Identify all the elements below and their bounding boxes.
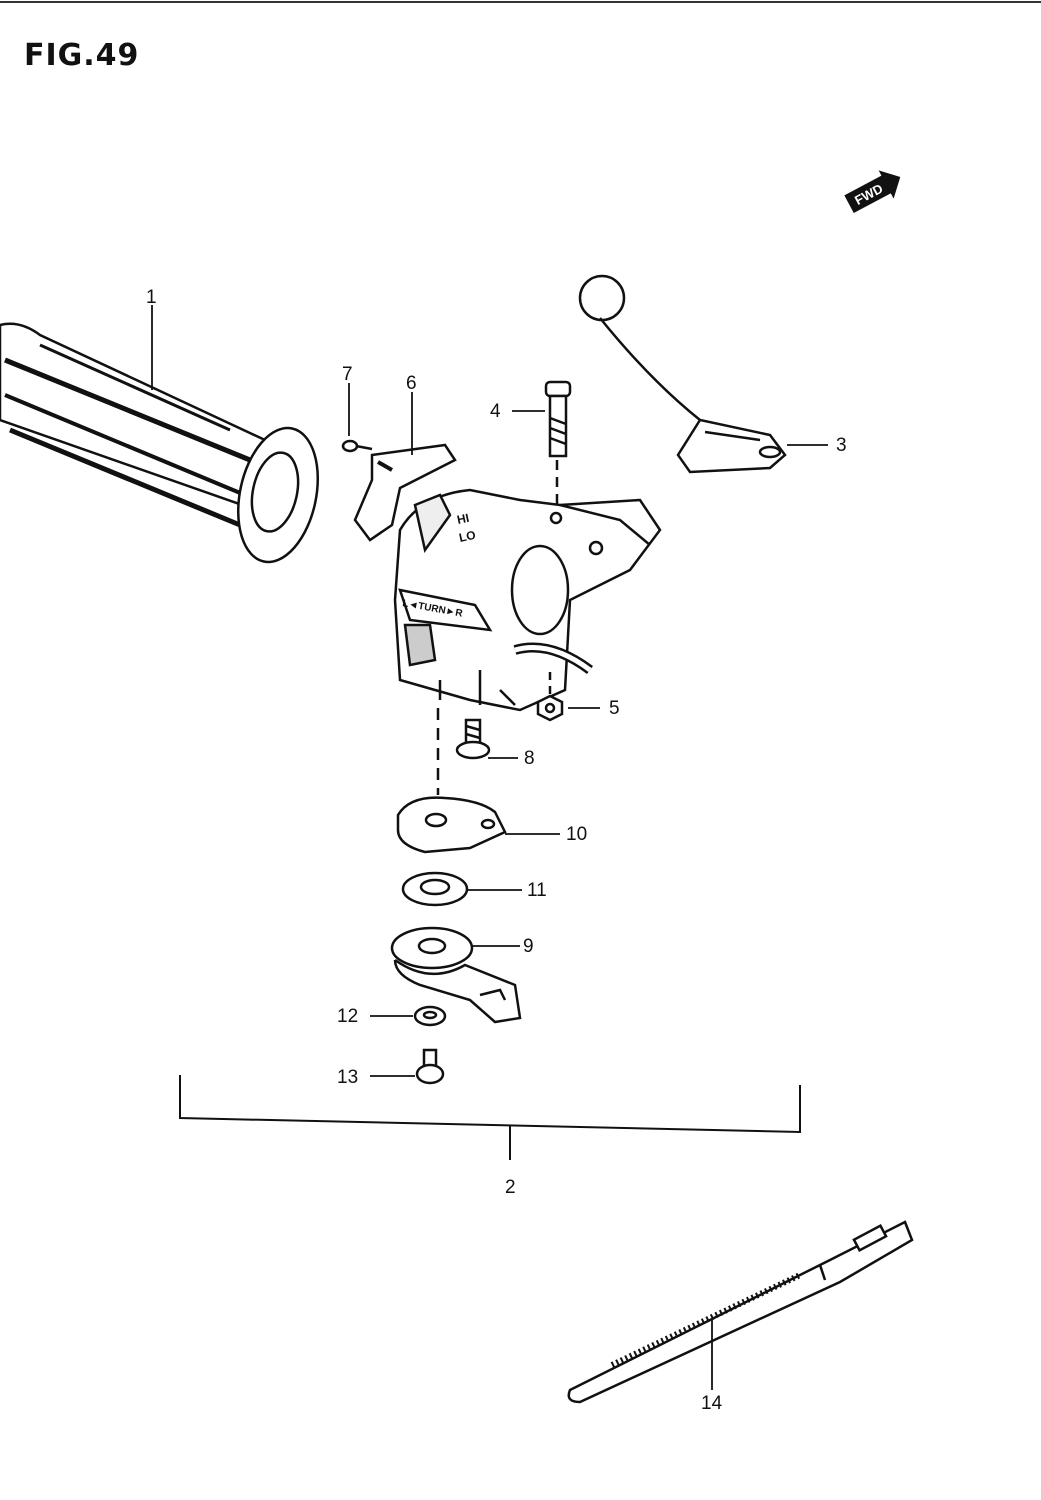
part-11-washer: [401, 871, 469, 907]
part-5-nut: [536, 672, 564, 722]
fwd-arrow-icon: FWD: [844, 170, 901, 214]
callout-12: 12: [337, 1006, 359, 1027]
assembly-bracket: [179, 1075, 801, 1160]
part-14-cable-tie: [567, 1220, 914, 1404]
callout-10: 10: [566, 824, 588, 845]
callout-11: 11: [527, 880, 547, 901]
part-10-cam: [396, 796, 507, 854]
part-7-screw: [341, 439, 373, 453]
part-12-washer: [413, 1005, 447, 1027]
callout-7: 7: [342, 364, 353, 385]
figure-title: FIG.49: [24, 38, 140, 73]
part-13-screw: [415, 1048, 445, 1085]
handlebar-grip: [0, 322, 320, 564]
callout-9: 9: [523, 936, 534, 957]
callout-1: 1: [146, 287, 157, 308]
part-4-screw: [544, 380, 572, 520]
part-3-lever: [578, 274, 787, 474]
callout-6: 6: [406, 373, 417, 394]
callout-8: 8: [524, 748, 535, 769]
lo-label: LO: [458, 528, 477, 545]
part-9-plate: [390, 926, 522, 1024]
callout-14: 14: [701, 1393, 723, 1414]
callout-2: 2: [505, 1177, 516, 1198]
part-6-knob: [353, 443, 457, 542]
switch-housing: [393, 488, 662, 712]
callout-5: 5: [609, 698, 620, 719]
callout-4: 4: [490, 401, 501, 422]
part-8-screw: [455, 718, 491, 760]
callout-13: 13: [337, 1067, 359, 1088]
hi-label: HI: [456, 511, 471, 527]
leader-lines: [151, 305, 828, 1390]
callout-3: 3: [836, 435, 847, 456]
